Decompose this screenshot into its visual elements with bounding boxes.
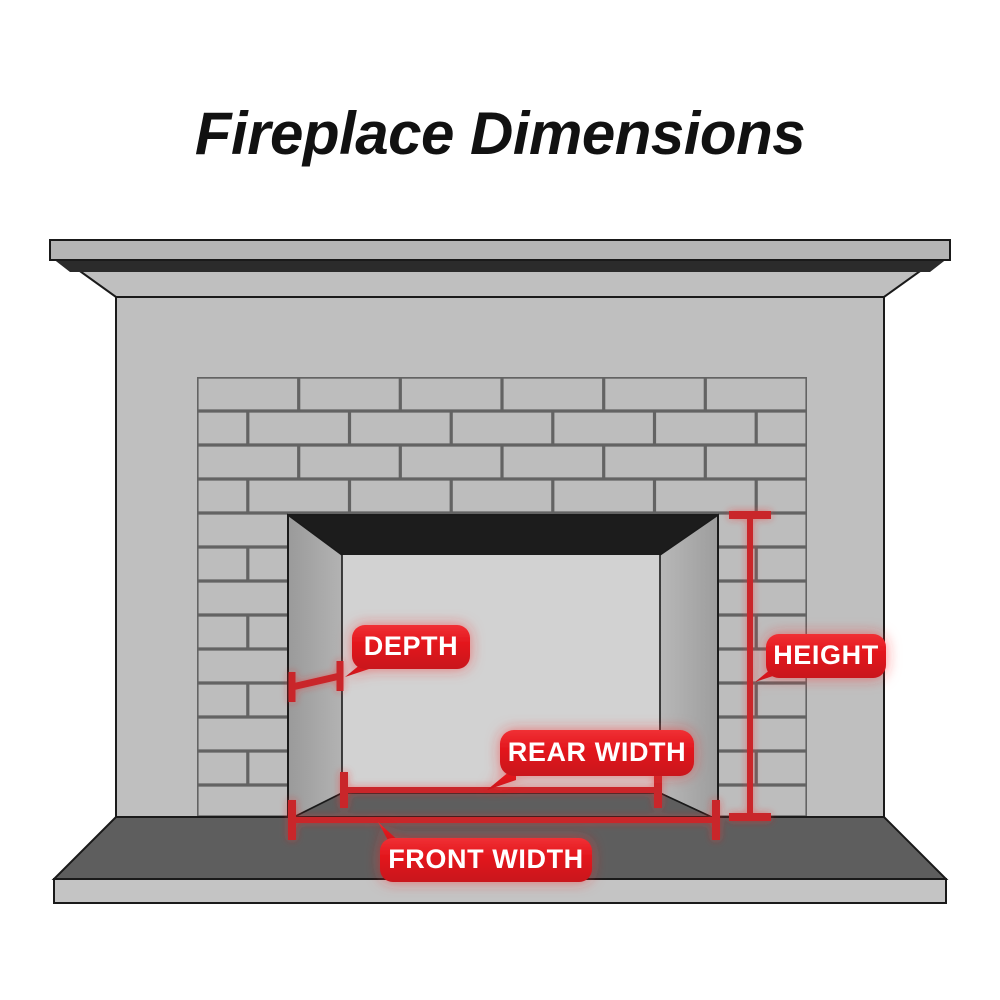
callout-rear-width[interactable]: REAR WIDTH — [487, 730, 694, 790]
callout-depth[interactable]: DEPTH — [345, 625, 470, 677]
mantel-slab — [49, 239, 951, 261]
callout-front-width[interactable]: FRONT WIDTH — [378, 822, 592, 882]
callout-front-width-label: FRONT WIDTH — [388, 844, 584, 874]
callout-depth-label: DEPTH — [364, 631, 459, 661]
callout-front-width-body — [380, 838, 592, 882]
callout-rear-width-body — [500, 730, 694, 776]
hearth-front-edge — [53, 878, 947, 904]
page-title: Fireplace Dimensions — [194, 100, 806, 167]
measure-line-front-width — [288, 800, 720, 840]
firebox-top — [288, 515, 718, 555]
measure-line-height — [729, 511, 771, 821]
mantel-shadow — [52, 258, 948, 272]
callout-height-label: HEIGHT — [773, 640, 879, 670]
callout-rear-width-label: REAR WIDTH — [508, 737, 686, 767]
firebox-floor — [287, 792, 719, 821]
callout-height[interactable]: HEIGHT — [755, 634, 886, 682]
callout-depth-body — [352, 625, 470, 669]
callout-height-body — [766, 634, 886, 678]
measure-line-depth — [288, 661, 344, 702]
measure-line-rear-width — [340, 772, 662, 808]
measurement-lines — [288, 511, 771, 840]
firebox-left-wall — [287, 513, 343, 822]
mantel-shelf — [49, 239, 951, 298]
